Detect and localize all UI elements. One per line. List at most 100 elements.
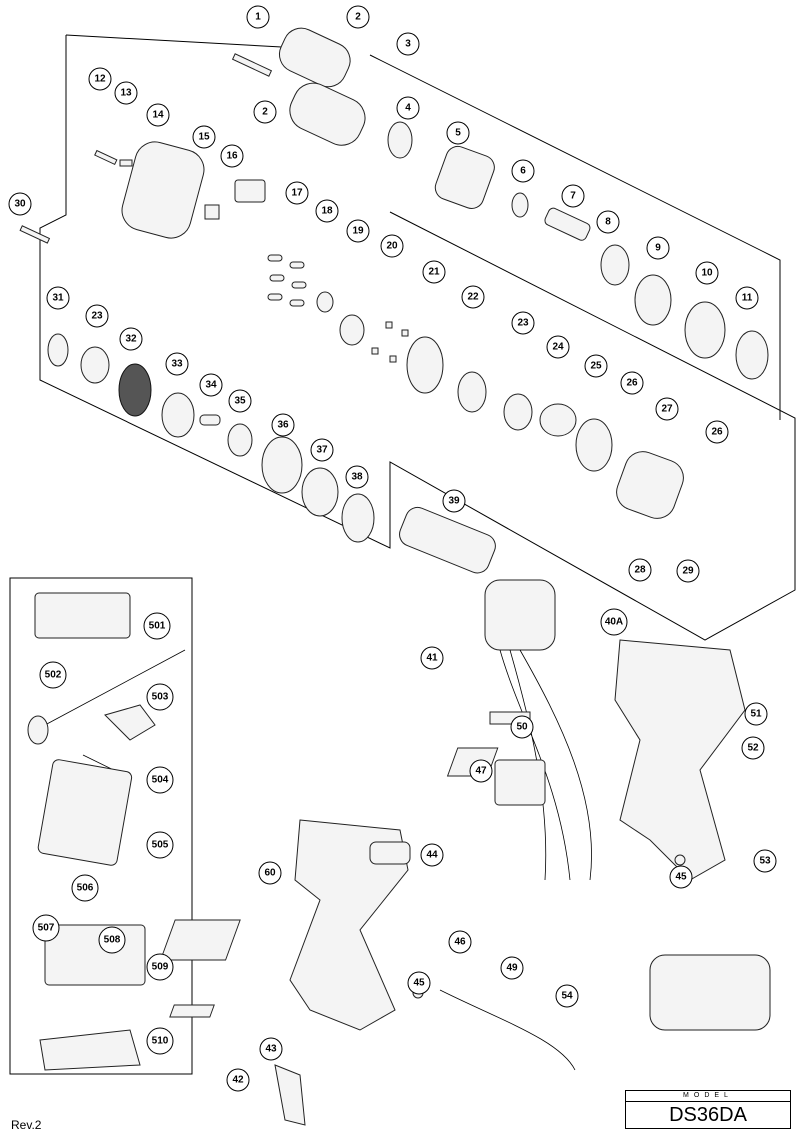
keyless-chuck-part bbox=[289, 82, 366, 146]
callout-label: 54 bbox=[561, 991, 573, 1002]
callout-label: 18 bbox=[321, 206, 333, 217]
callout-1: 1 bbox=[246, 5, 270, 29]
callout-circle bbox=[199, 373, 223, 397]
callout-circle bbox=[253, 100, 277, 124]
callout-circle bbox=[510, 715, 534, 739]
callout-16: 16 bbox=[220, 144, 244, 168]
callout-label: 503 bbox=[152, 692, 169, 703]
callout-circle bbox=[741, 736, 765, 760]
callout-5: 5 bbox=[446, 121, 470, 145]
callout-circle bbox=[146, 683, 174, 711]
callout-circle bbox=[620, 371, 644, 395]
callout-30: 30 bbox=[8, 192, 32, 216]
callout-53: 53 bbox=[753, 849, 777, 873]
callout-509: 509 bbox=[146, 953, 174, 981]
callout-circle bbox=[646, 236, 670, 260]
callout-label: 25 bbox=[590, 361, 602, 372]
callout-circle bbox=[407, 971, 431, 995]
callout-label: 39 bbox=[448, 496, 460, 507]
callout-2: 2 bbox=[253, 100, 277, 124]
callout-label: 2 bbox=[355, 12, 361, 23]
callout-11: 11 bbox=[735, 286, 759, 310]
callout-circle bbox=[600, 608, 628, 636]
callout-circle bbox=[735, 286, 759, 310]
callout-circle bbox=[753, 849, 777, 873]
callout-circle bbox=[669, 865, 693, 889]
callout-label: 8 bbox=[605, 217, 611, 228]
callout-60: 60 bbox=[258, 861, 282, 885]
callout-circle bbox=[32, 914, 60, 942]
callout-circle bbox=[88, 67, 112, 91]
model-box: MODEL DS36DA bbox=[625, 1090, 791, 1129]
callout-505: 505 bbox=[146, 831, 174, 859]
callout-circle bbox=[146, 953, 174, 981]
callout-label: 508 bbox=[104, 935, 121, 946]
callout-circle bbox=[420, 843, 444, 867]
accessories-frame bbox=[9, 577, 193, 1075]
callout-circle bbox=[246, 5, 270, 29]
callout-27: 27 bbox=[655, 397, 679, 421]
callout-label: 21 bbox=[428, 267, 440, 278]
callout-circle bbox=[119, 327, 143, 351]
callout-circle bbox=[310, 438, 334, 462]
callout-label: 44 bbox=[426, 850, 438, 861]
battery-part bbox=[649, 954, 771, 1031]
callout-circle bbox=[146, 766, 174, 794]
callout-circle bbox=[346, 5, 370, 29]
callout-label: 5 bbox=[455, 128, 461, 139]
callout-label: 509 bbox=[152, 962, 169, 973]
callout-label: 16 bbox=[226, 151, 238, 162]
callout-49: 49 bbox=[500, 956, 524, 980]
callout-label: 28 bbox=[634, 565, 646, 576]
keyless-chuck-part bbox=[278, 27, 351, 88]
callout-22: 22 bbox=[461, 285, 485, 309]
callout-label: 45 bbox=[675, 872, 687, 883]
callout-label: 42 bbox=[232, 1075, 244, 1086]
callout-47: 47 bbox=[469, 759, 493, 783]
callout-circle bbox=[695, 261, 719, 285]
callout-circle bbox=[39, 661, 67, 689]
callout-circle bbox=[315, 199, 339, 223]
callout-14: 14 bbox=[146, 103, 170, 127]
callout-label: 507 bbox=[38, 923, 55, 934]
callout-label: 501 bbox=[149, 621, 166, 632]
callout-label: 46 bbox=[454, 937, 466, 948]
callout-label: 15 bbox=[198, 132, 210, 143]
callout-circle bbox=[228, 389, 252, 413]
callout-50: 50 bbox=[510, 715, 534, 739]
model-name: DS36DA bbox=[669, 1104, 747, 1126]
callout-circle bbox=[461, 285, 485, 309]
callout-2: 2 bbox=[346, 5, 370, 29]
callout-21: 21 bbox=[422, 260, 446, 284]
callout-43: 43 bbox=[259, 1037, 283, 1061]
callout-circle bbox=[226, 1068, 250, 1092]
carrying-case-part bbox=[37, 759, 133, 866]
callout-circle bbox=[8, 192, 32, 216]
callout-circle bbox=[71, 874, 99, 902]
callout-label: 17 bbox=[291, 188, 303, 199]
callout-circle bbox=[345, 465, 369, 489]
callout-35: 35 bbox=[228, 389, 252, 413]
callout-label: 50 bbox=[516, 722, 528, 733]
callout-40A: 40A bbox=[600, 608, 628, 636]
housing-right-part bbox=[614, 639, 746, 881]
callout-25: 25 bbox=[584, 354, 608, 378]
callout-28: 28 bbox=[628, 558, 652, 582]
callout-label: 505 bbox=[152, 840, 169, 851]
callout-13: 13 bbox=[114, 81, 138, 105]
callout-circle bbox=[258, 861, 282, 885]
callout-circle bbox=[380, 234, 404, 258]
callout-circle bbox=[442, 489, 466, 513]
callout-501: 501 bbox=[143, 612, 171, 640]
callout-34: 34 bbox=[199, 373, 223, 397]
callout-label: 31 bbox=[52, 293, 64, 304]
callout-label: 33 bbox=[171, 359, 183, 370]
callout-label: 45 bbox=[413, 978, 425, 989]
callout-label: 36 bbox=[277, 420, 289, 431]
system-case-part bbox=[44, 924, 146, 986]
callout-circle bbox=[555, 984, 579, 1008]
callout-26: 26 bbox=[620, 371, 644, 395]
callout-circle bbox=[98, 926, 126, 954]
callout-circle bbox=[584, 354, 608, 378]
